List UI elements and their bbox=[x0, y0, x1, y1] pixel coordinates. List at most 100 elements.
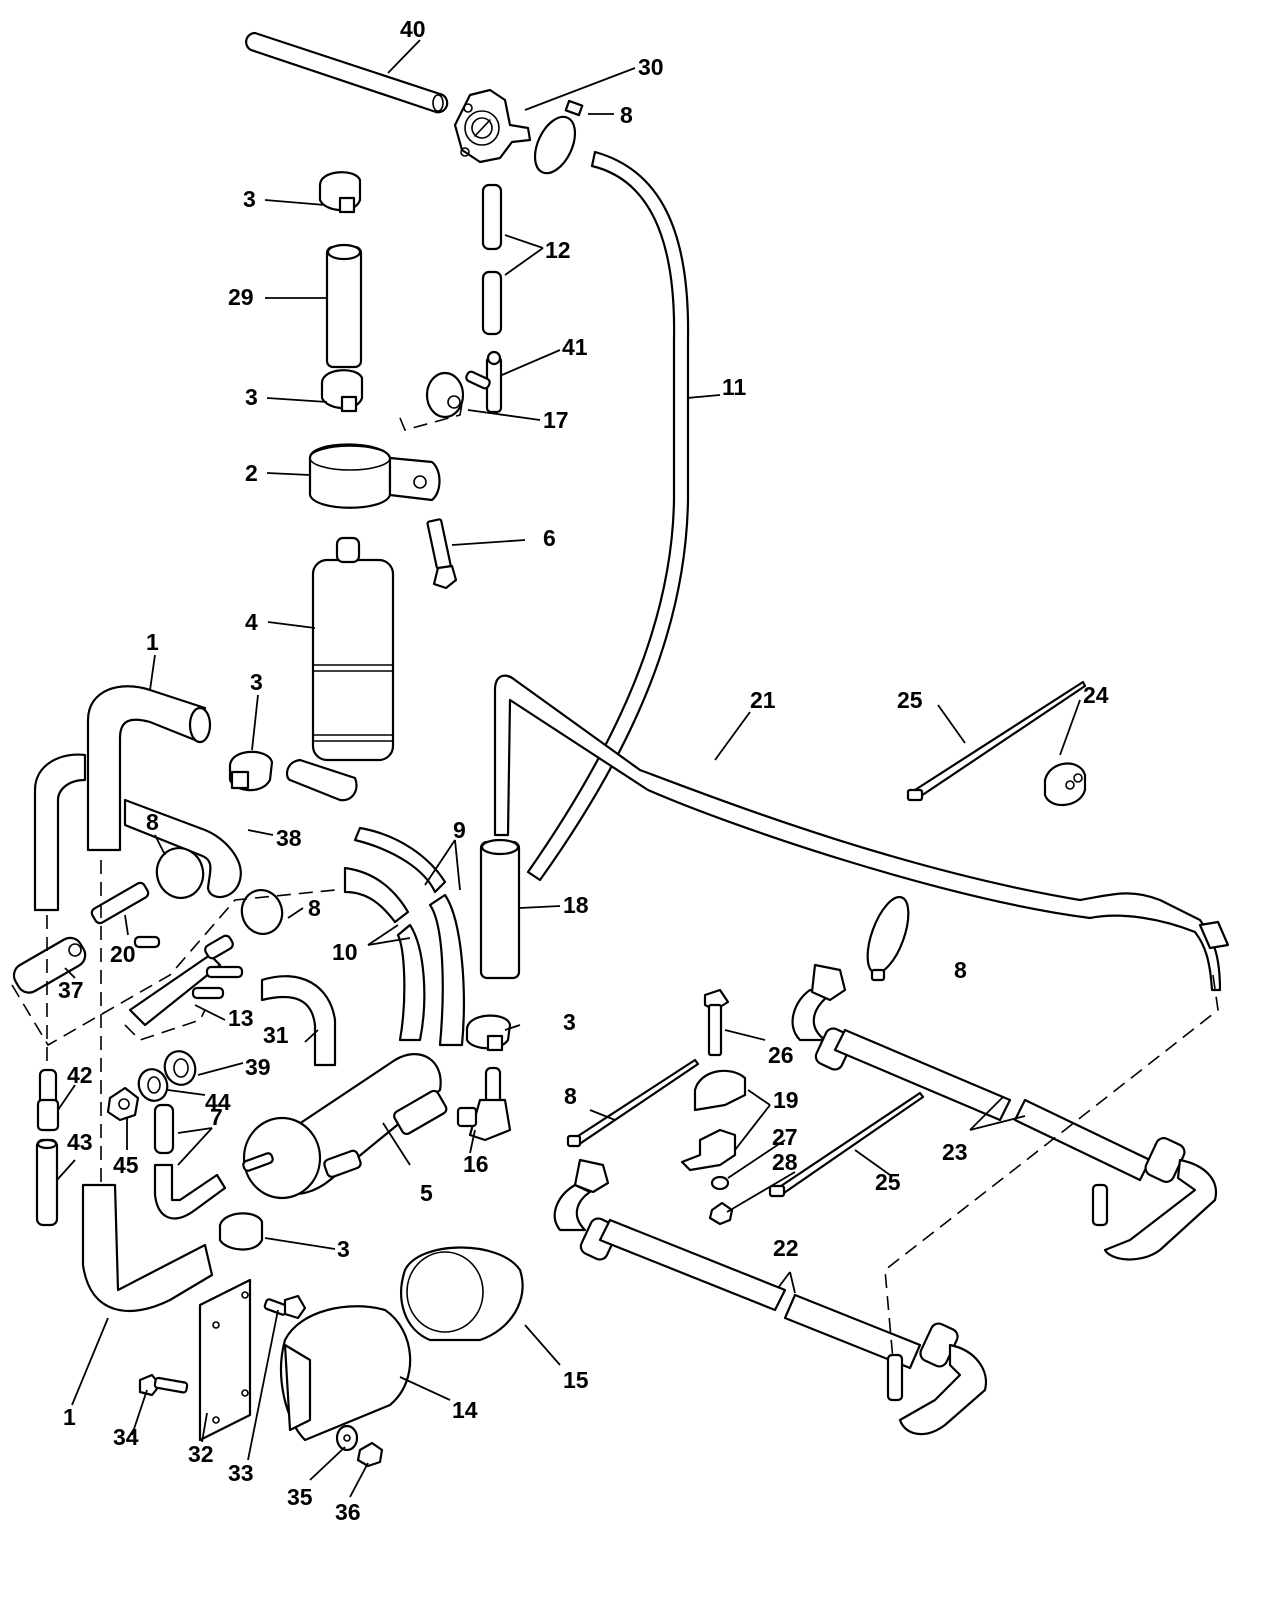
callout-8: 8 bbox=[564, 1083, 577, 1109]
callout-10: 10 bbox=[332, 939, 358, 965]
part-42-fitting bbox=[36, 1068, 60, 1132]
part-17-grommet bbox=[425, 371, 465, 419]
part-3-clamp-5 bbox=[218, 1212, 264, 1251]
callout-6: 6 bbox=[543, 525, 556, 551]
callout-7: 7 bbox=[210, 1104, 223, 1130]
callout-3: 3 bbox=[337, 1236, 350, 1262]
part-1-hose-upper bbox=[86, 685, 212, 852]
part-14-bracket bbox=[279, 1305, 412, 1442]
callout-20: 20 bbox=[110, 941, 136, 967]
callout-17: 17 bbox=[543, 407, 569, 433]
assembly-lines bbox=[11, 397, 1219, 1361]
part-25-tie-strap-upper bbox=[906, 680, 1087, 802]
part-21-fuel-line bbox=[493, 674, 1230, 992]
callout-35: 35 bbox=[287, 1484, 313, 1510]
part-25-tie-strap-lower bbox=[768, 1091, 925, 1198]
callout-34: 34 bbox=[113, 1424, 139, 1450]
part-20-fitting bbox=[90, 881, 161, 949]
part-15-grommet bbox=[400, 1246, 524, 1342]
callout-27: 27 bbox=[772, 1124, 798, 1150]
part-44-washer bbox=[137, 1068, 169, 1102]
part-8-strap-right bbox=[866, 895, 910, 982]
part-34-screw bbox=[138, 1373, 189, 1397]
part-13-fitting bbox=[128, 934, 244, 1027]
part-45-nut bbox=[106, 1086, 140, 1122]
part-12-hose-lower bbox=[481, 270, 503, 336]
callout-32: 32 bbox=[188, 1441, 214, 1467]
part-10-hose bbox=[343, 866, 426, 1042]
callout-8: 8 bbox=[954, 957, 967, 983]
part-7-hose bbox=[153, 1103, 227, 1220]
callout-25: 25 bbox=[897, 687, 923, 713]
callout-3: 3 bbox=[245, 384, 258, 410]
part-36-nut bbox=[356, 1441, 384, 1468]
part-3-clamp-3 bbox=[228, 750, 274, 792]
callout-43: 43 bbox=[67, 1129, 93, 1155]
callout-38: 38 bbox=[276, 825, 302, 851]
part-8-strap-left bbox=[155, 847, 205, 899]
part-40-hose bbox=[245, 31, 449, 114]
callout-36: 36 bbox=[335, 1499, 361, 1525]
callout-23: 23 bbox=[942, 1139, 968, 1165]
part-19-clamp bbox=[680, 1069, 747, 1172]
callout-11: 11 bbox=[722, 374, 747, 400]
part-3-clamp-top bbox=[318, 171, 362, 214]
part-6-screw bbox=[426, 518, 458, 590]
callout-16: 16 bbox=[463, 1151, 489, 1177]
part-31-hose bbox=[260, 975, 337, 1067]
callout-21: 21 bbox=[750, 687, 776, 713]
callout-31: 31 bbox=[263, 1022, 289, 1048]
callout-37: 37 bbox=[58, 977, 84, 1003]
callout-33: 33 bbox=[228, 1460, 254, 1486]
callout-2: 2 bbox=[245, 460, 258, 486]
part-5-fuel-filter bbox=[242, 1053, 448, 1200]
callout-22: 22 bbox=[773, 1235, 799, 1261]
callout-14: 14 bbox=[452, 1397, 478, 1423]
callout-4: 4 bbox=[245, 609, 258, 635]
callout-5: 5 bbox=[420, 1180, 433, 1206]
callout-3: 3 bbox=[243, 186, 256, 212]
callout-41: 41 bbox=[562, 334, 588, 360]
callout-12: 12 bbox=[545, 237, 571, 263]
leader-lines bbox=[56, 39, 1081, 1498]
callout-labels: 40 30 8 3 12 29 41 3 17 11 2 6 4 1 3 21 … bbox=[58, 16, 1109, 1525]
part-8-strap-top bbox=[533, 99, 584, 175]
callout-30: 30 bbox=[638, 54, 664, 80]
part-37-hose bbox=[12, 936, 87, 994]
callout-19: 19 bbox=[773, 1087, 799, 1113]
part-22-fuel-line-lower bbox=[553, 1158, 988, 1436]
part-41-tee bbox=[465, 350, 503, 414]
part-26-screw bbox=[703, 988, 730, 1057]
callout-8: 8 bbox=[620, 102, 633, 128]
callout-40: 40 bbox=[400, 16, 426, 42]
part-12-hose-upper bbox=[481, 183, 503, 251]
part-38-hose bbox=[123, 798, 242, 898]
callout-42: 42 bbox=[67, 1062, 93, 1088]
callout-25: 25 bbox=[875, 1169, 901, 1195]
part-16-elbow bbox=[456, 1066, 512, 1142]
part-hose-left bbox=[33, 753, 87, 912]
part-4-fuel-filter bbox=[285, 536, 395, 802]
part-11-hose bbox=[526, 150, 690, 882]
part-28-nut bbox=[708, 1201, 734, 1226]
callout-24: 24 bbox=[1083, 682, 1109, 708]
part-35-washer bbox=[335, 1424, 359, 1452]
callout-3: 3 bbox=[250, 669, 263, 695]
part-2-bracket bbox=[308, 443, 441, 509]
part-23-fuel-line-upper bbox=[791, 963, 1218, 1261]
part-3-clamp-4 bbox=[465, 1014, 512, 1052]
callout-45: 45 bbox=[113, 1152, 139, 1178]
callout-39: 39 bbox=[245, 1054, 271, 1080]
part-24-grommet bbox=[1043, 762, 1087, 807]
callout-15: 15 bbox=[563, 1367, 589, 1393]
callout-29: 29 bbox=[228, 284, 254, 310]
callout-9: 9 bbox=[453, 817, 466, 843]
part-3-clamp-2 bbox=[320, 369, 364, 413]
callout-13: 13 bbox=[228, 1005, 254, 1031]
callout-26: 26 bbox=[768, 1042, 794, 1068]
part-1-hose-lower bbox=[81, 1183, 214, 1313]
part-18-hose bbox=[479, 838, 521, 980]
callout-8: 8 bbox=[308, 895, 321, 921]
part-32-plate bbox=[198, 1278, 252, 1442]
